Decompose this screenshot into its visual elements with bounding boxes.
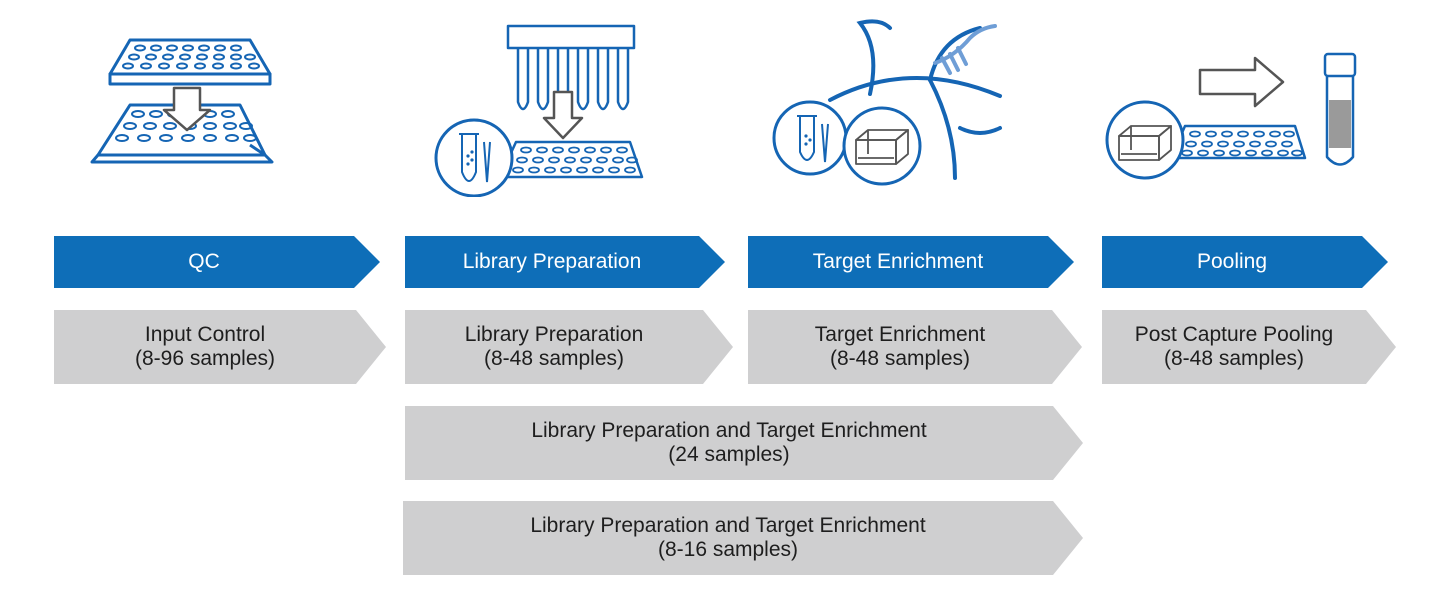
step-samples: (8-48 samples) [1163,347,1305,370]
target-enrichment-icon [772,19,1002,186]
step-combined-24: Library Preparation and Target Enrichmen… [405,406,1083,480]
step-post-capture-pooling: Post Capture Pooling (8-48 samples) [1102,310,1396,384]
step-title: Library Preparation [464,323,644,346]
stage-label: Library Preparation [462,250,642,273]
stage-label: Target Enrichment [812,250,984,273]
stage-qc: QC [54,236,380,288]
step-title: Post Capture Pooling [1134,323,1334,346]
step-library-preparation: Library Preparation (8-48 samples) [405,310,733,384]
step-title: Target Enrichment [814,323,986,346]
step-input-control: Input Control (8-96 samples) [54,310,386,384]
stage-target-enrichment: Target Enrichment [748,236,1074,288]
stage-label: Pooling [1196,250,1268,273]
plate-transfer-icon [90,38,274,164]
pooling-icon [1105,52,1357,180]
step-samples: (8-16 samples) [657,538,799,561]
step-title: Library Preparation and Target Enrichmen… [531,419,927,442]
step-target-enrichment: Target Enrichment (8-48 samples) [748,310,1082,384]
step-title: Input Control [144,323,266,346]
step-samples: (8-48 samples) [483,347,625,370]
step-samples: (24 samples) [668,443,790,466]
step-samples: (8-96 samples) [134,347,276,370]
step-title: Library Preparation and Target Enrichmen… [530,514,926,537]
stage-pooling: Pooling [1102,236,1388,288]
stage-library-preparation: Library Preparation [405,236,725,288]
stage-label: QC [188,250,220,273]
library-prep-icon [434,24,644,197]
step-samples: (8-48 samples) [829,347,971,370]
step-combined-8-16: Library Preparation and Target Enrichmen… [403,501,1083,575]
